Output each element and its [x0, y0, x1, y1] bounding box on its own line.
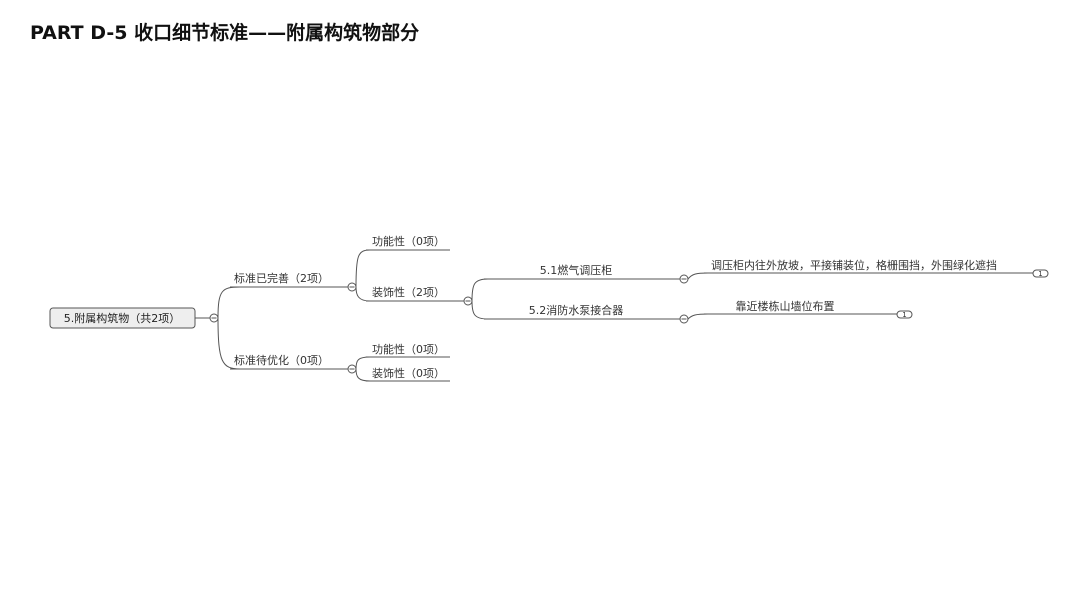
- svg-text:1: 1: [1038, 270, 1042, 278]
- branch-label: 标准已完善（2项）: [234, 271, 329, 285]
- branch-standard-pending[interactable]: 标准待优化（0项）: [230, 353, 348, 370]
- node-label: 5.1燃气调压柜: [540, 263, 613, 277]
- node-decorative[interactable]: 装饰性（2项）: [366, 285, 464, 302]
- minus-circle-icon[interactable]: [347, 282, 357, 292]
- node-label: 功能性（0项）: [372, 342, 445, 356]
- node-label: 装饰性（0项）: [372, 366, 445, 380]
- node-fire-pump-connector[interactable]: 5.2消防水泵接合器: [484, 303, 680, 320]
- svg-text:1: 1: [902, 311, 906, 319]
- node-functional-pending[interactable]: 功能性（0项）: [366, 342, 450, 358]
- detail-label: 靠近楼栋山墙位布置: [736, 299, 835, 313]
- node-label: 5.2消防水泵接合器: [529, 303, 624, 317]
- node-gas-pressure-cabinet[interactable]: 5.1燃气调压柜: [484, 263, 680, 280]
- branch-standard-complete[interactable]: 标准已完善（2项）: [230, 271, 348, 288]
- root-label: 5.附属构筑物（共2项）: [64, 311, 181, 325]
- note-count-badge[interactable]: 1: [1032, 269, 1049, 278]
- node-label: 功能性（0项）: [372, 234, 445, 248]
- branch-label: 标准待优化（0项）: [234, 353, 329, 367]
- node-decorative-pending[interactable]: 装饰性（0项）: [366, 366, 450, 382]
- minus-circle-icon[interactable]: [679, 274, 689, 284]
- minus-circle-icon[interactable]: [209, 313, 219, 323]
- detail-label: 调压柜内往外放坡，平接铺装位，格栅围挡，外围绿化遮挡: [711, 258, 997, 272]
- detail-fire-pump-connector[interactable]: 靠近楼栋山墙位布置: [704, 299, 897, 315]
- note-count-badge[interactable]: 1: [896, 310, 913, 319]
- node-functional[interactable]: 功能性（0项）: [366, 234, 450, 251]
- minus-circle-icon[interactable]: [463, 296, 473, 306]
- minus-circle-icon[interactable]: [347, 364, 357, 374]
- node-label: 装饰性（2项）: [372, 285, 445, 299]
- minus-circle-icon[interactable]: [679, 314, 689, 324]
- root-node[interactable]: 5.附属构筑物（共2项）: [49, 307, 196, 329]
- detail-gas-pressure-cabinet[interactable]: 调压柜内往外放坡，平接铺装位，格栅围挡，外围绿化遮挡: [704, 258, 1033, 274]
- page-title: PART D-5 收口细节标准——附属构筑物部分: [30, 22, 420, 44]
